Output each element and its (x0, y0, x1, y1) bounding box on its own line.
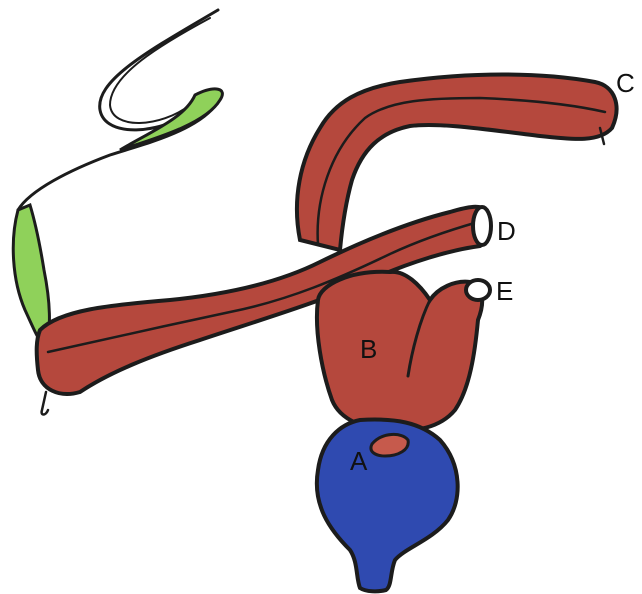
organ-b (317, 272, 482, 431)
label-d: D (497, 216, 516, 246)
opening-e (466, 280, 490, 300)
organ-a (317, 420, 458, 592)
label-b: B (360, 334, 377, 364)
organ-b-body (317, 272, 482, 431)
label-a: A (350, 446, 368, 476)
green-segment-upper (120, 89, 222, 150)
label-e: E (496, 276, 513, 306)
opening-d (473, 207, 491, 245)
label-c: C (616, 68, 635, 98)
